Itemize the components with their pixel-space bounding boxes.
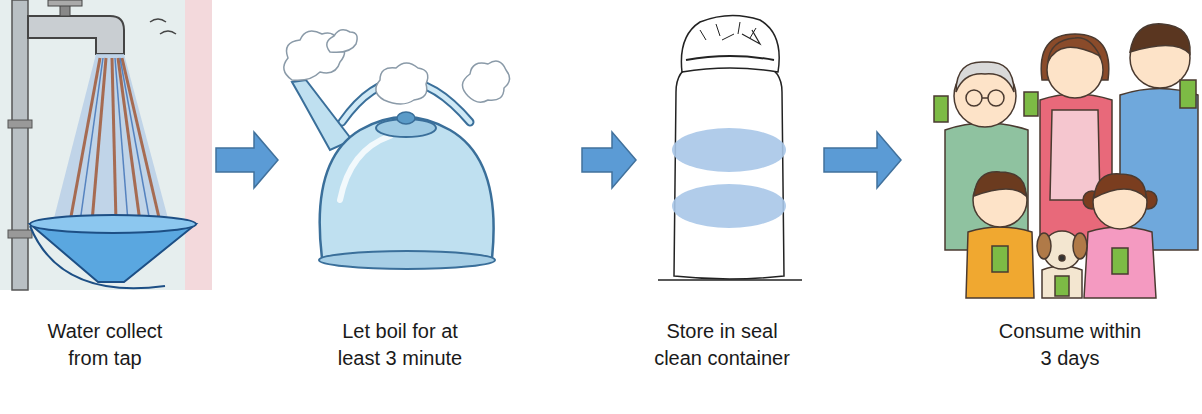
tap-illustration — [0, 0, 212, 290]
step-caption: Store in seal clean container — [647, 318, 797, 372]
step-caption: Let boil for at least 3 minute — [325, 318, 475, 372]
flow-arrow — [824, 132, 901, 188]
step-node: Store in seal clean container — [640, 0, 820, 372]
step-caption: Water collect from tap — [30, 318, 180, 372]
kettle-illustration — [284, 30, 510, 269]
flow-arrow — [216, 132, 278, 188]
step-node: Consume within 3 days — [905, 0, 1197, 372]
step-node: Let boil for at least 3 minute — [282, 0, 578, 372]
step-node: Water collect from tap — [0, 0, 212, 372]
step-caption: Consume within 3 days — [995, 318, 1145, 372]
flow-arrow — [582, 132, 636, 188]
jar-illustration — [658, 15, 802, 280]
family-illustration — [934, 24, 1198, 298]
